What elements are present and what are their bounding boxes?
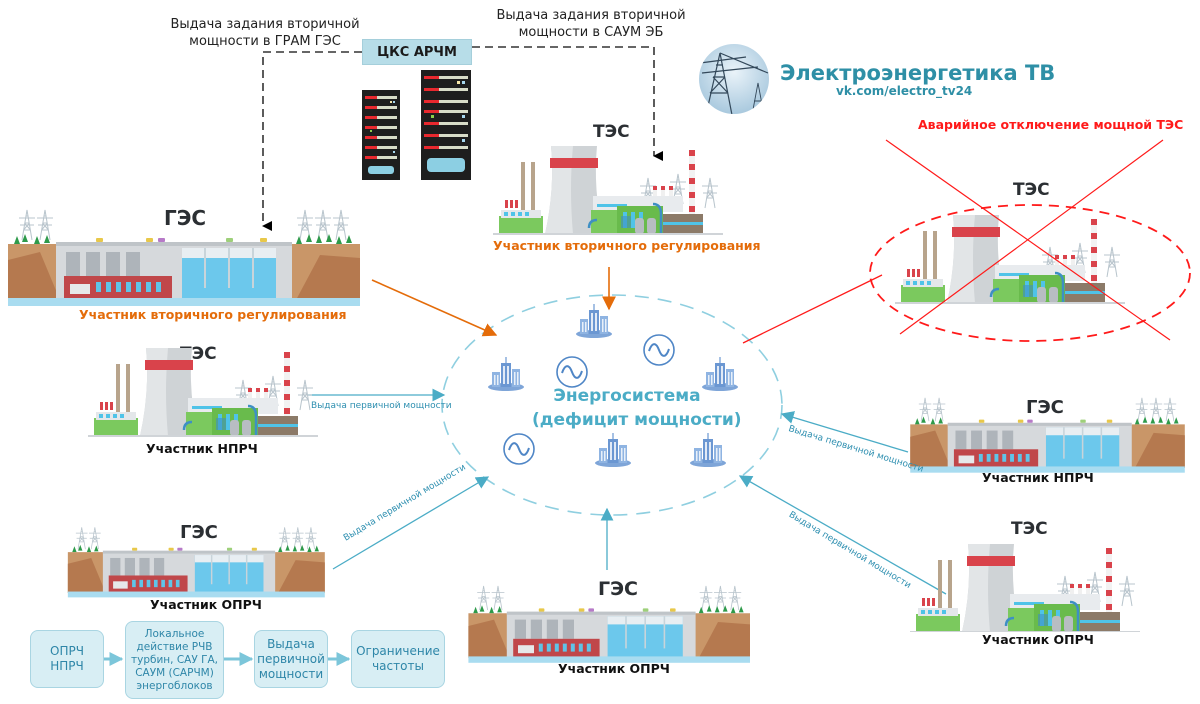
- plant-role-label: Участник ОПРЧ: [982, 632, 1094, 647]
- generator-icon: [643, 334, 675, 366]
- plant-type-title: ТЭС: [1011, 519, 1048, 539]
- emergency-label: Аварийное отключение мощной ТЭС: [918, 117, 1184, 132]
- control-note-hpp-line2: мощности в ГРАМ ГЭС: [189, 34, 341, 49]
- generator-icon: [503, 433, 535, 465]
- city-icon: [594, 432, 632, 468]
- energy-system-boundary: [441, 294, 783, 516]
- primary-arrow-tpp-oprch-right: [738, 475, 947, 595]
- energy-system-title: Энергосистема (дефицит мощности): [532, 384, 742, 432]
- control-note-tpp: Выдача задания вторичной мощности в САУМ…: [496, 7, 686, 41]
- control-note-tpp-line2: мощности в САУМ ЭБ: [518, 25, 664, 40]
- power-tower-photo-icon: [699, 44, 769, 114]
- city-icon: [575, 303, 613, 339]
- energy-system-title-line1: Энергосистема: [553, 386, 701, 406]
- control-center-box: ЦКС АРЧМ: [362, 39, 472, 65]
- secondary-arrow-hpp: [371, 279, 498, 337]
- plant-role-label: Участник НПРЧ: [146, 441, 258, 456]
- brand-subtitle[interactable]: vk.com/electro_tv24: [836, 84, 973, 98]
- plant-role-label: Участник ОПРЧ: [558, 661, 670, 676]
- generator-icon: [556, 356, 588, 388]
- plant-type-title: ГЭС: [1026, 397, 1064, 418]
- control-line-to-hpp: [262, 51, 362, 231]
- emergency-disconnect-line: [742, 274, 883, 344]
- plant-type-title: ГЭС: [180, 522, 218, 543]
- city-icon: [689, 432, 727, 468]
- city-icon: [487, 356, 525, 392]
- plant-role-label: Участник ОПРЧ: [150, 597, 262, 612]
- emergency-highlight-ellipse: [869, 204, 1191, 342]
- plant-role-label: Участник вторичного регулирования: [493, 238, 761, 253]
- flow-label: Выдача первичной мощности: [311, 401, 452, 411]
- primary-arrow-hpp-nprch-right: [780, 411, 909, 453]
- brand-title: Электроэнергетика ТВ: [780, 61, 1056, 85]
- plant-role-label: Участник вторичного регулирования: [79, 307, 347, 322]
- plant-type-title: ГЭС: [164, 206, 207, 230]
- control-note-tpp-line1: Выдача задания вторичной: [496, 8, 686, 23]
- control-line-to-tpp: [472, 46, 663, 161]
- plant-type-title: ТЭС: [1013, 180, 1050, 200]
- primary-arrow-hpp-oprch-left: [332, 476, 490, 570]
- plant-role-label: Участник НПРЧ: [982, 470, 1094, 485]
- plant-type-title: ГЭС: [598, 578, 638, 600]
- plant-type-title: ТЭС: [593, 122, 630, 142]
- control-center-label: ЦКС АРЧМ: [377, 44, 457, 60]
- control-note-hpp-line1: Выдача задания вторичной: [170, 17, 360, 32]
- energy-system-title-line2: (дефицит мощности): [532, 410, 742, 430]
- control-note-hpp: Выдача задания вторичной мощности в ГРАМ…: [170, 16, 360, 50]
